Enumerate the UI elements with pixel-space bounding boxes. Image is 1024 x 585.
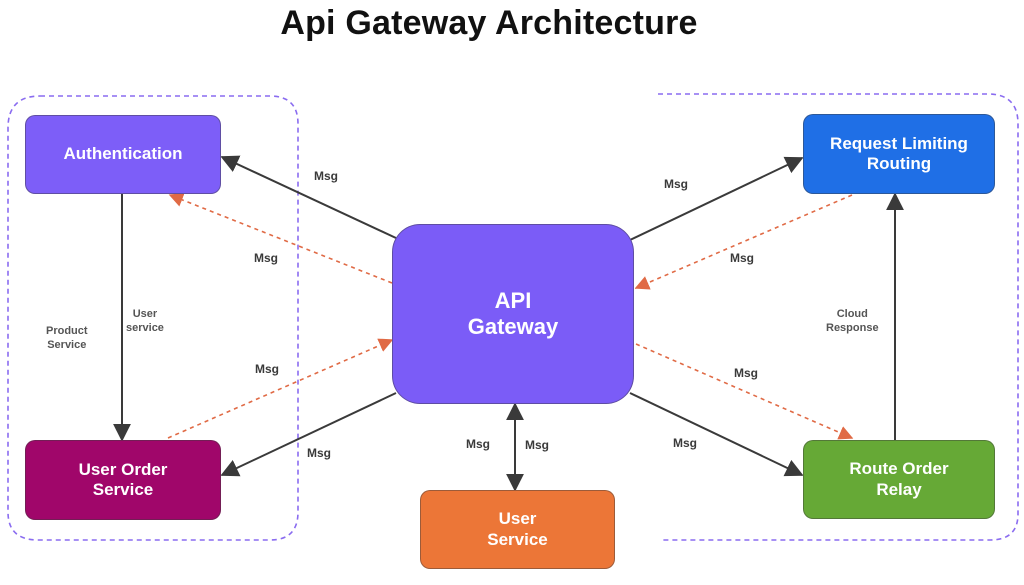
- edge-gateway-to-authentication: [220, 155, 397, 239]
- edge-label-gateway-route-order-dashed: Msg: [734, 366, 758, 380]
- node-request-limiting-label: Request Limiting Routing: [830, 133, 968, 173]
- edge-dashed-gateway-to-authentication: [168, 193, 393, 284]
- node-user-order-service[interactable]: User Order Service: [25, 440, 221, 520]
- node-route-order-label: Route Order Relay: [849, 459, 949, 499]
- edge-dashed-gateway-to-route-order: [635, 343, 854, 440]
- right-group-container: [658, 93, 1019, 541]
- edge-gateway-to-user-order: [220, 392, 397, 477]
- side-label-product-service: Product Service: [46, 325, 88, 351]
- edge-label-gateway-request-limiting: Msg: [664, 177, 688, 191]
- edge-label-gateway-route-order-solid: Msg: [673, 436, 697, 450]
- node-request-limiting[interactable]: Request Limiting Routing: [803, 114, 995, 194]
- edge-label-gateway-auth-solid: Msg: [314, 169, 338, 183]
- edge-dashed-request-limiting-to-gateway: [634, 194, 853, 290]
- node-authentication-label: Authentication: [63, 144, 183, 164]
- node-route-order[interactable]: Route Order Relay: [803, 440, 995, 519]
- edge-gateway-to-route-order: [629, 392, 804, 477]
- edge-label-user-order-gateway-dashed: Msg: [255, 362, 279, 376]
- edge-label-route-order-request-limiting: Cloud Response: [826, 308, 879, 334]
- edge-gateway-to-request-limiting: [629, 156, 804, 241]
- diagram-title: Api Gateway Architecture: [280, 4, 698, 42]
- node-api-gateway-label: API Gateway: [467, 287, 559, 339]
- edge-label-request-limiting-gateway-dashed: Msg: [730, 251, 754, 265]
- node-user-service[interactable]: User Service: [420, 490, 615, 569]
- node-user-service-label: User Service: [487, 509, 548, 549]
- node-authentication[interactable]: Authentication: [25, 115, 221, 194]
- edge-dashed-user-order-to-gateway: [167, 338, 394, 439]
- edge-label-gateway-user-service-right: Msg: [525, 438, 549, 452]
- edge-label-gateway-auth-dashed: Msg: [254, 251, 278, 265]
- node-user-order-service-label: User Order Service: [78, 459, 168, 499]
- edge-label-gateway-user-order-solid: Msg: [307, 446, 331, 460]
- node-api-gateway[interactable]: API Gateway: [392, 224, 634, 404]
- edge-label-gateway-user-service-left: Msg: [466, 437, 490, 451]
- edge-label-auth-user-order: User service: [126, 308, 164, 334]
